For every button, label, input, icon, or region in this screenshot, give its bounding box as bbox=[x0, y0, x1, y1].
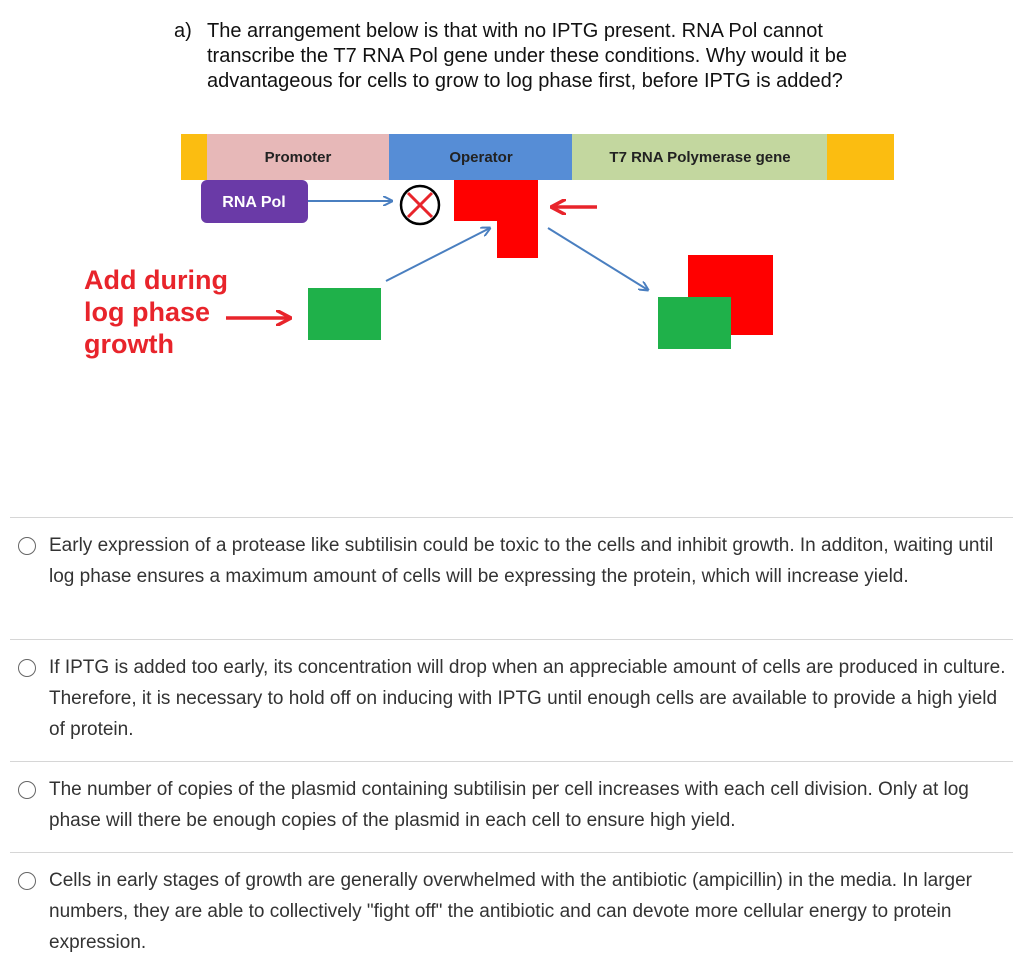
radio-button[interactable] bbox=[18, 781, 36, 799]
iptg-square bbox=[308, 288, 381, 340]
end-cap-left bbox=[181, 134, 207, 180]
end-cap-right bbox=[827, 134, 894, 180]
repressor-release-arrow bbox=[547, 227, 648, 290]
bound-iptg-square bbox=[658, 297, 731, 349]
answer-option[interactable]: Cells in early stages of growth are gene… bbox=[10, 852, 1013, 973]
add-during-log-phase-label: Add during log phase growth bbox=[84, 265, 228, 359]
operator-segment bbox=[389, 134, 572, 180]
radio-button[interactable] bbox=[18, 537, 36, 555]
iptg-to-repressor-arrow bbox=[385, 228, 490, 282]
gene-label: T7 RNA Polymerase gene bbox=[609, 149, 790, 166]
operator-label: Operator bbox=[449, 149, 513, 166]
answer-option[interactable]: The number of copies of the plasmid cont… bbox=[10, 761, 1013, 852]
answer-option[interactable]: If IPTG is added too early, its concentr… bbox=[10, 639, 1013, 761]
radio-button[interactable] bbox=[18, 872, 36, 890]
answer-option[interactable]: Early expression of a protease like subt… bbox=[10, 517, 1013, 639]
diagram-svg: Promoter Operator T7 RNA Polymerase gene… bbox=[181, 134, 894, 349]
promoter-label: Promoter bbox=[265, 149, 332, 166]
option-text: Early expression of a protease like subt… bbox=[49, 535, 994, 587]
question-label: a) bbox=[174, 20, 192, 42]
promoter-segment bbox=[207, 134, 389, 180]
question-text: The arrangement below is that with no IP… bbox=[207, 20, 847, 92]
option-text: If IPTG is added too early, its concentr… bbox=[49, 657, 1006, 740]
blocked-icon bbox=[399, 184, 441, 226]
rna-pol-box bbox=[201, 180, 308, 223]
option-text: The number of copies of the plasmid cont… bbox=[49, 779, 969, 831]
option-text: Cells in early stages of growth are gene… bbox=[49, 870, 972, 953]
lac-operon-diagram: Promoter Operator T7 RNA Polymerase gene… bbox=[0, 0, 1024, 420]
radio-button[interactable] bbox=[18, 659, 36, 677]
rna-pol-label: RNA Pol bbox=[222, 194, 285, 211]
gene-segment bbox=[572, 134, 827, 180]
repressor-shape bbox=[454, 180, 538, 258]
